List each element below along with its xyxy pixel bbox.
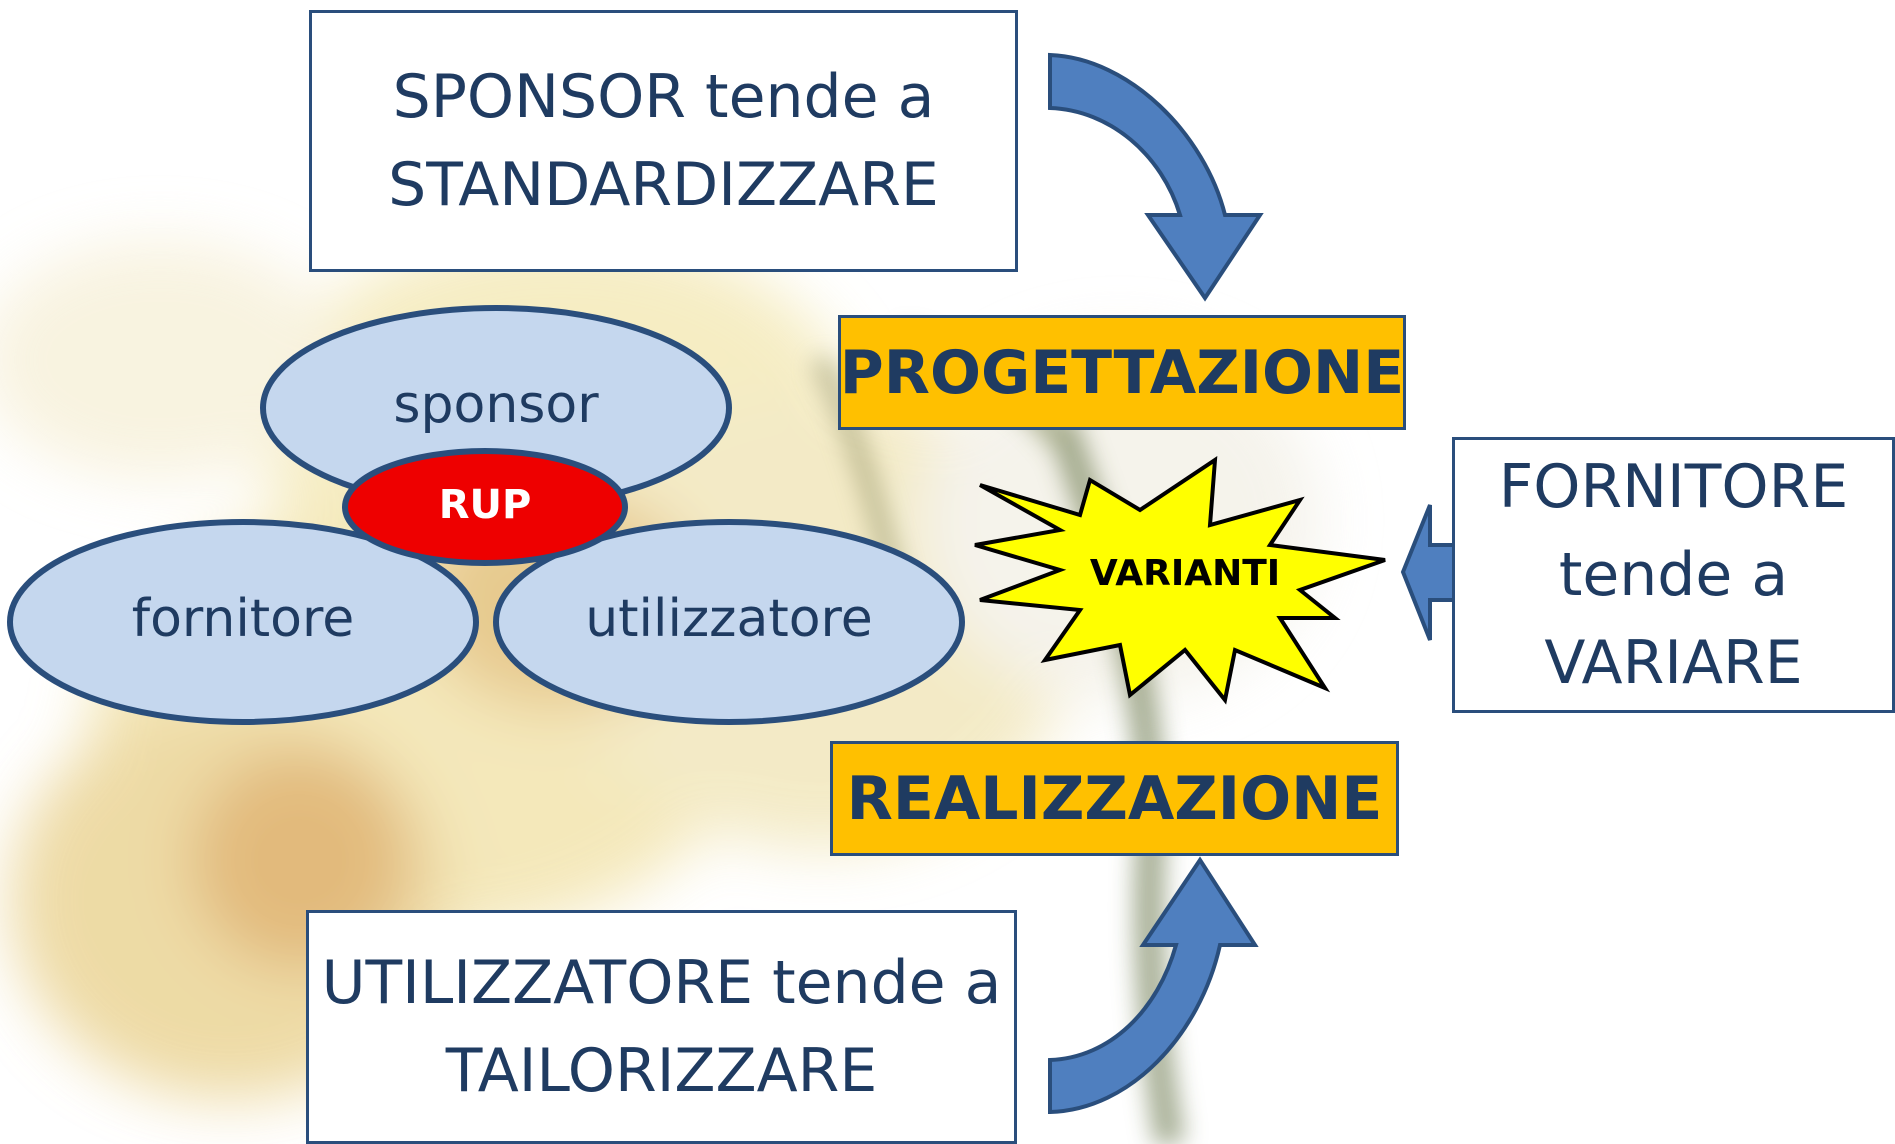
rup-ellipse <box>342 448 628 566</box>
utilizzatore-statement-line2: TAILORIZZARE <box>445 1036 878 1106</box>
fornitore-statement-line3: VARIARE <box>1544 628 1803 698</box>
realizzazione-phase-box: REALIZZAZIONE <box>830 741 1399 856</box>
varianti-label: VARIANTI <box>1090 553 1280 594</box>
sponsor-statement-box: SPONSOR tende a STANDARDIZZARE <box>309 10 1018 272</box>
fornitore-statement-box: FORNITORE tende a VARIARE <box>1452 437 1895 713</box>
fornitore-label: fornitore <box>132 589 354 649</box>
varianti-starburst <box>974 456 1386 705</box>
fornitore-ellipse <box>7 519 479 725</box>
curved-arrow-up-icon <box>1048 856 1259 1115</box>
sponsor-statement-line2: STANDARDIZZARE <box>388 150 939 220</box>
utilizzatore-statement-box: UTILIZZATORE tende a TAILORIZZARE <box>306 910 1017 1144</box>
sponsor-statement-line1: SPONSOR tende a <box>392 62 935 132</box>
progettazione-phase-box: PROGETTAZIONE <box>838 315 1406 430</box>
utilizzatore-ellipse <box>493 519 965 725</box>
sponsor-label: sponsor <box>393 375 599 435</box>
utilizzatore-label: utilizzatore <box>585 589 873 649</box>
curved-arrow-down-icon <box>1048 52 1264 302</box>
progettazione-label: PROGETTAZIONE <box>839 337 1405 408</box>
fornitore-statement-line1: FORNITORE <box>1498 452 1849 522</box>
realizzazione-label: REALIZZAZIONE <box>846 763 1383 834</box>
fornitore-statement-line2: tende a <box>1558 540 1789 610</box>
rup-label: RUP <box>439 482 532 528</box>
utilizzatore-statement-line1: UTILIZZATORE tende a <box>321 948 1002 1018</box>
